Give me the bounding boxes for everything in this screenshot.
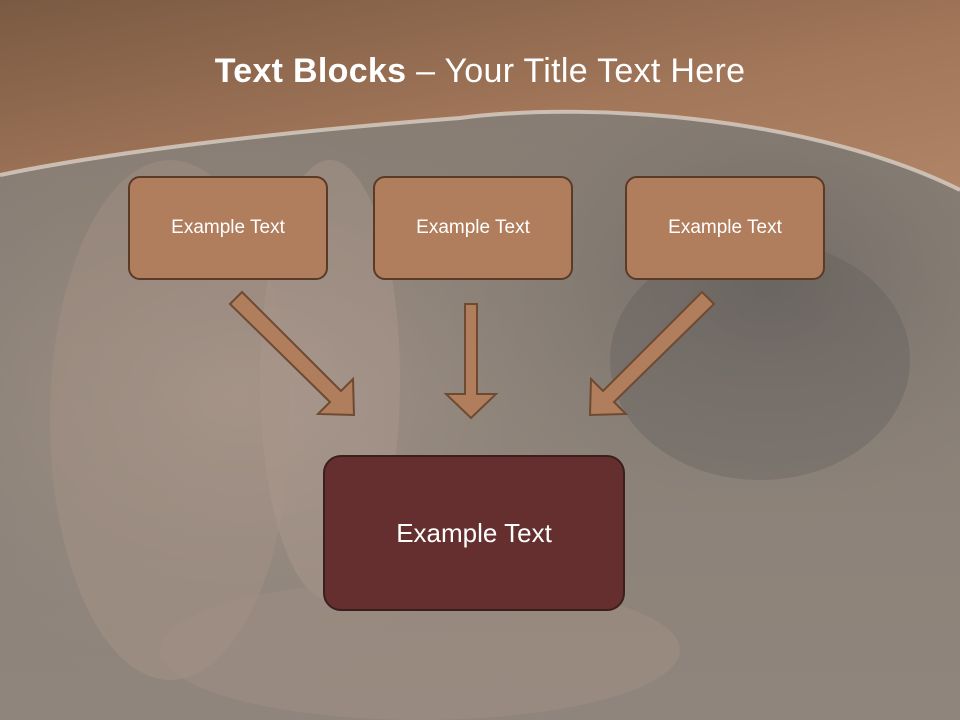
text-block-3-label: Example Text (668, 217, 782, 238)
text-block-2-label: Example Text (416, 217, 530, 238)
arrow-center (443, 303, 499, 420)
target-block: Example Text (323, 455, 625, 611)
arrow-right (588, 290, 716, 417)
title-bold: Text Blocks (214, 52, 407, 90)
title-separator: – (416, 52, 436, 90)
text-block-3: Example Text (625, 176, 825, 280)
text-block-1: Example Text (128, 176, 328, 280)
slide-title: Text Blocks – Your Title Text Here (0, 52, 960, 91)
title-rest: Your Title Text Here (444, 52, 746, 90)
arrow-left (228, 290, 356, 417)
text-block-1-label: Example Text (171, 217, 285, 238)
target-block-label: Example Text (396, 517, 552, 548)
text-block-2: Example Text (373, 176, 573, 280)
